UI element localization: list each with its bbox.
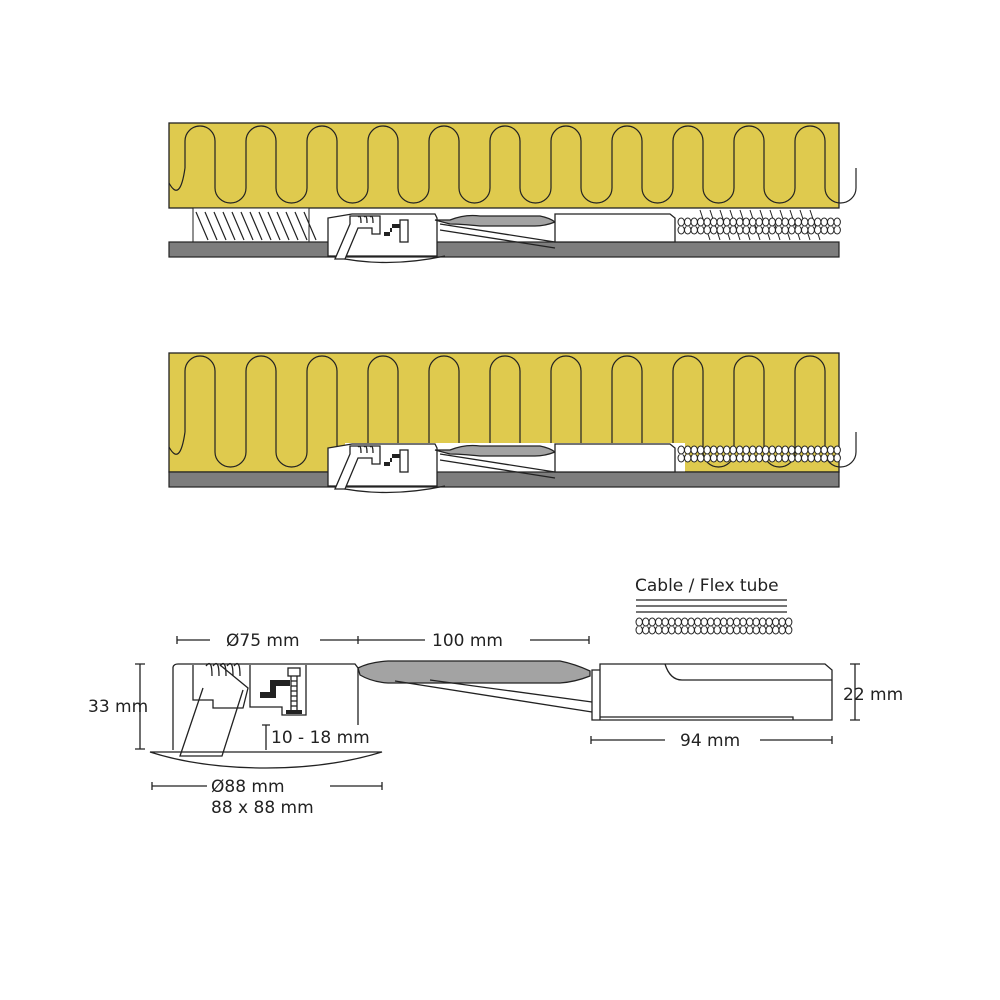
screw-nut (287, 667, 301, 677)
dim-height: 33 mm (88, 697, 148, 717)
batten-hatching (195, 211, 317, 241)
flex-tube (677, 445, 841, 463)
fixture-housing (172, 663, 359, 725)
spring-coil-icon (205, 662, 241, 677)
legend-cable-flex: Cable / Flex tube (635, 576, 779, 596)
flex-tube (677, 217, 841, 235)
fixture-rim (149, 751, 383, 769)
cable-body (357, 660, 591, 684)
bracket-icon (260, 680, 290, 698)
ceiling-board (168, 471, 840, 488)
flex-tube (635, 617, 793, 635)
dim-driver-length: 94 mm (680, 731, 740, 751)
insulation-pattern (168, 125, 857, 204)
dim-ceiling-thickness: 10 - 18 mm (271, 728, 370, 748)
cable-legend-lines (636, 599, 787, 613)
driver-box (591, 663, 833, 721)
dim-outer-diameter: Ø88 mm (211, 777, 285, 797)
spring-clip (179, 664, 249, 757)
dim-driver-height: 22 mm (843, 685, 903, 705)
screw-thread (290, 676, 298, 710)
flex-tube-legend (635, 617, 793, 635)
detail-drawing: Cable / Flex tube Ø75 mm 100 mm 33 mm 10… (88, 576, 903, 818)
insulation-layer (168, 122, 840, 209)
insulation-pattern (168, 355, 857, 468)
dim-outer-square: 88 x 88 mm (211, 798, 314, 818)
scene-installation-full-insulation (168, 352, 857, 494)
dim-cable-length: 100 mm (432, 631, 503, 651)
ceiling-board (168, 241, 840, 258)
dim-cutout-diameter: Ø75 mm (226, 631, 300, 651)
scene-installation-with-gap (168, 122, 857, 264)
